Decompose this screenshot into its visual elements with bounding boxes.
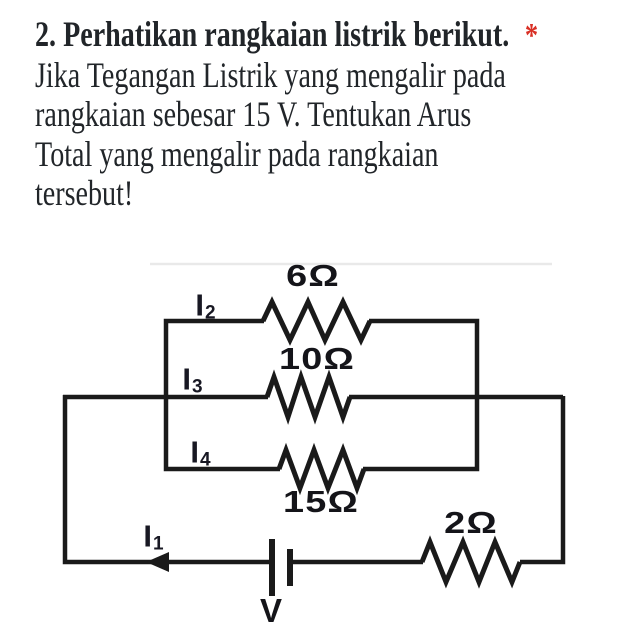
question-line-3: Total yang mengalir pada rangkaian: [35, 133, 439, 174]
inner-box-left-wires: [163, 318, 280, 472]
current-arrow-i1: [146, 552, 169, 572]
resistor-zigzag-6ohm: [260, 296, 373, 346]
resistor-label-2ohm: 2Ω: [444, 505, 498, 540]
question-line-4: tersebut!: [35, 173, 134, 213]
resistor-label-15ohm: 15Ω: [282, 484, 360, 519]
question-title: 2. Perhatikan rangkaian listrik berikut.…: [35, 14, 640, 56]
question-text-block: 2. Perhatikan rangkaian listrik berikut.…: [35, 14, 640, 214]
question-line-2: rangkaian sebesar 15 V. Tentukan Arus: [35, 94, 472, 134]
resistor-zigzag-10ohm: [264, 369, 353, 425]
outer-loop-right-wire: [520, 396, 566, 565]
resistor-label-10ohm: 10Ω: [278, 341, 356, 376]
inner-box-right-wires: [363, 318, 480, 472]
resistor-zigzag-15ohm: [276, 442, 367, 496]
question-line-1: Jika Tegangan Listrik yang mengalir pada: [35, 54, 506, 95]
battery-voltage-label: V: [259, 592, 283, 629]
question-title-text: 2. Perhatikan rangkaian listrik berikut.: [35, 14, 510, 54]
required-asterisk: *: [524, 17, 539, 54]
resistor-zigzag-2ohm: [419, 535, 523, 589]
outer-loop-left-wire: [62, 395, 272, 565]
resistor-label-6ohm: 6Ω: [286, 258, 340, 293]
